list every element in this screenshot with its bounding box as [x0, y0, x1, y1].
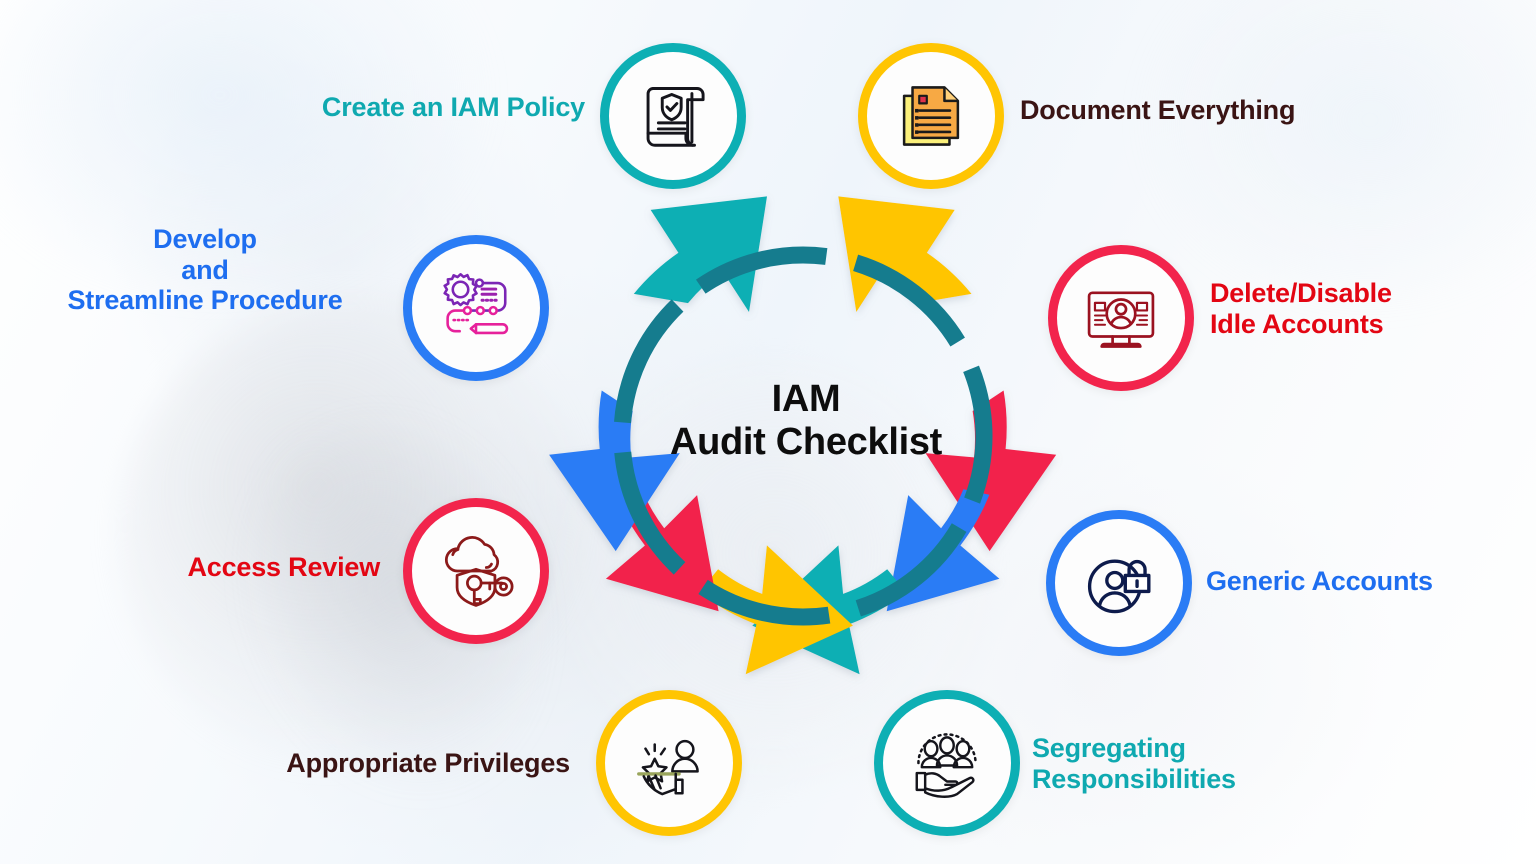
policy-scroll-shield-icon [630, 73, 716, 159]
node-create-iam-policy[interactable] [600, 43, 746, 189]
label-document-everything: Document Everything [1020, 95, 1296, 125]
node-develop-streamline-procedure[interactable] [403, 235, 549, 381]
arrow-right-upper [925, 390, 1057, 552]
node-appropriate-privileges[interactable] [596, 690, 742, 836]
hand-star-person-icon [627, 721, 711, 805]
user-padlock-icon [1077, 541, 1161, 625]
arrow-left-upper [549, 390, 680, 552]
monitor-user-account-icon [1079, 276, 1163, 360]
hand-holding-people-icon [905, 721, 989, 805]
node-document-everything[interactable] [858, 43, 1004, 189]
arrow-top-right [838, 196, 972, 312]
label-segregating-responsibilities: Segregating Responsibilities [1032, 733, 1236, 794]
gear-workflow-pencil-icon [433, 265, 519, 351]
node-segregating-responsibilities[interactable] [874, 690, 1020, 836]
documents-checklist-icon [889, 74, 973, 158]
label-develop-streamline-procedure: Develop and Streamline Procedure [67, 224, 343, 315]
label-create-iam-policy: Create an IAM Policy [321, 92, 585, 122]
node-access-review[interactable] [403, 498, 549, 644]
label-generic-accounts: Generic Accounts [1206, 566, 1433, 596]
label-access-review: Access Review [187, 552, 380, 582]
label-delete-disable-idle-accounts: Delete/Disable Idle Accounts [1210, 278, 1392, 339]
node-generic-accounts[interactable] [1046, 510, 1192, 656]
inner-dashed-ring [613, 246, 993, 626]
node-delete-disable-idle-accounts[interactable] [1048, 245, 1194, 391]
label-appropriate-privileges: Appropriate Privileges [286, 748, 570, 778]
arrow-top-left [633, 196, 767, 312]
cloud-shield-key-icon [433, 528, 519, 614]
